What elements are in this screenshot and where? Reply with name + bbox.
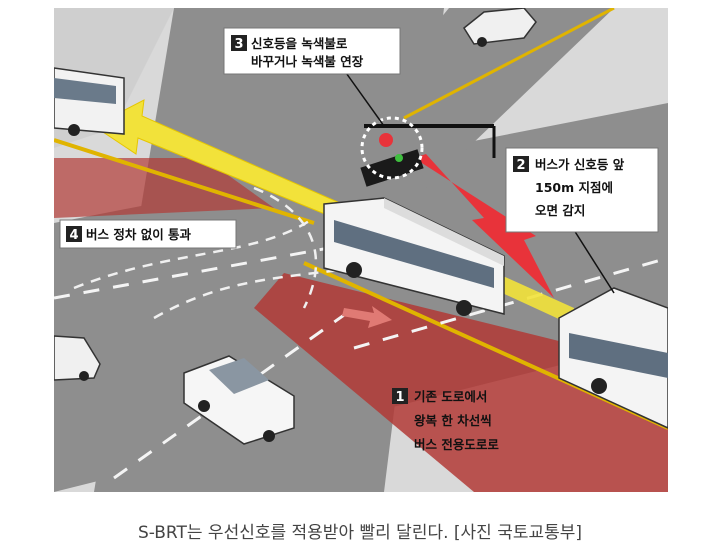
signal-housing	[360, 149, 424, 187]
signal-highlight	[360, 116, 424, 180]
svg-text:버스가 신호등 앞: 버스가 신호등 앞	[535, 157, 625, 172]
bus-center	[323, 197, 505, 316]
car-white-lower	[183, 355, 295, 445]
bus-lane-lower	[254, 273, 668, 492]
car-top	[463, 8, 537, 47]
turn-paths	[73, 186, 355, 320]
signal-beam	[414, 154, 554, 298]
svg-text:3: 3	[234, 37, 243, 52]
center-line-upper	[54, 138, 315, 225]
svg-text:신호등을 녹색불로: 신호등을 녹색불로	[251, 36, 348, 51]
svg-text:1: 1	[395, 390, 404, 405]
s-brt-illustration: 3 신호등을 녹색불로 바꾸거나 녹색불 연장 2 버스가 신호등 앞 150m…	[54, 8, 668, 492]
svg-text:4: 4	[69, 228, 78, 243]
signal-green-light	[395, 154, 403, 162]
callout-signal-change: 3 신호등을 녹색불로 바꾸거나 녹색불 연장	[223, 27, 401, 75]
car-left	[54, 335, 101, 381]
signal-red-light	[379, 133, 393, 147]
svg-text:버스 전용도로로: 버스 전용도로로	[414, 437, 499, 452]
svg-text:2: 2	[516, 158, 525, 173]
callout-bus-lane: 1 기존 도로에서 왕복 한 차선씩 버스 전용도로로	[392, 388, 499, 452]
callout-3-pointer	[343, 69, 385, 127]
bus-right	[558, 287, 668, 429]
svg-text:왕복 한 차선씩: 왕복 한 차선씩	[414, 413, 492, 428]
center-line-cross	[403, 8, 615, 120]
figure-caption: S-BRT는 우선신호를 적용받아 빨리 달린다. [사진 국토교통부]	[137, 523, 583, 543]
svg-text:버스 정차 없이 통과: 버스 정차 없이 통과	[86, 227, 192, 242]
svg-text:바꾸거나 녹색불 연장: 바꾸거나 녹색불 연장	[251, 54, 364, 69]
svg-text:기존 도로에서: 기존 도로에서	[414, 389, 487, 404]
bus-lane-upper	[54, 158, 274, 218]
bus-upper-left	[54, 67, 125, 136]
callout-2-pointer	[573, 229, 615, 294]
lane-arrow	[342, 306, 392, 328]
svg-text:150m 지점에: 150m 지점에	[535, 180, 613, 195]
callout-no-stop: 4 버스 정차 없이 통과	[59, 219, 237, 249]
svg-text:오면 감지: 오면 감지	[535, 203, 585, 218]
callout-bus-detection: 2 버스가 신호등 앞 150m 지점에 오면 감지	[505, 147, 659, 233]
